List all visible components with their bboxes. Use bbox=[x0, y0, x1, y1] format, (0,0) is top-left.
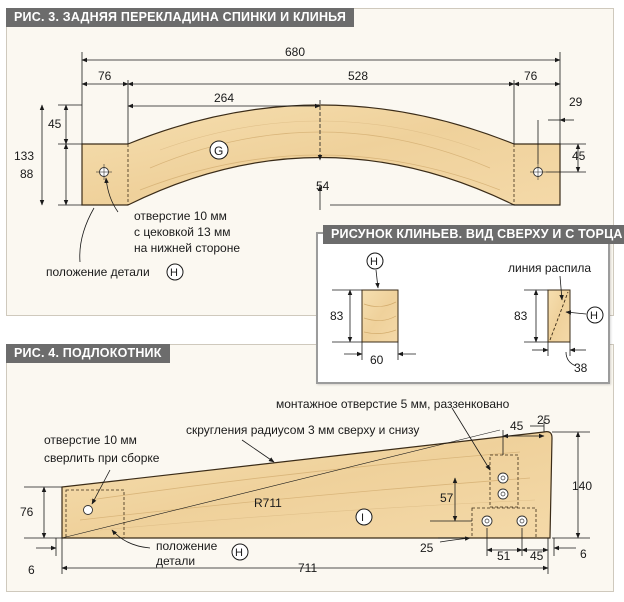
fig3-position-note: положение детали bbox=[46, 265, 150, 279]
wedge-top-view bbox=[361, 289, 399, 343]
fig3-h-marker bbox=[166, 263, 184, 281]
fig4-dim-25-top: 25 bbox=[537, 413, 551, 427]
fig4-hole-note-1: отверстие 10 мм bbox=[44, 433, 137, 447]
fig3-hole-note-2: с цековкой 13 мм bbox=[134, 225, 230, 239]
dim-29: 29 bbox=[569, 95, 583, 109]
dim-76-right: 76 bbox=[524, 69, 538, 83]
fig4-dim-45-top: 45 bbox=[510, 419, 524, 433]
fig4-dim-45-bottom: 45 bbox=[530, 549, 544, 563]
fig4-round-note: скругления радиусом 3 мм сверху и снизу bbox=[186, 423, 419, 437]
fig4-title: РИС. 4. ПОДЛОКОТНИК bbox=[6, 344, 170, 363]
part-g-marker bbox=[209, 140, 229, 160]
wedge-h-marker bbox=[366, 252, 384, 270]
wedge-end-h-label: H bbox=[590, 310, 598, 322]
fig4-hole-note-2: сверлить при сборке bbox=[44, 451, 160, 465]
fig3-hole-note-1: отверстие 10 мм bbox=[134, 209, 227, 223]
wedge-end-h-marker bbox=[586, 306, 604, 324]
dim-133: 133 bbox=[14, 149, 34, 163]
fig3-hole-note-3: на нижней стороне bbox=[134, 241, 240, 255]
armrest-part bbox=[61, 429, 553, 539]
wedge-dim-83-end: 83 bbox=[514, 309, 528, 323]
fig4-dim-25-bottom: 25 bbox=[420, 541, 434, 555]
wedge-dim-38: 38 bbox=[574, 361, 588, 375]
fig4-dim-57: 57 bbox=[440, 491, 454, 505]
wedge-h-label: H bbox=[370, 256, 378, 268]
dim-528: 528 bbox=[348, 69, 368, 83]
wedge-dim-60: 60 bbox=[370, 353, 384, 367]
fig4-dim-6-right: 6 bbox=[580, 547, 587, 561]
part-i-label: I bbox=[361, 512, 364, 524]
part-g-label: G bbox=[214, 144, 223, 158]
dim-45: 45 bbox=[48, 117, 62, 131]
fig4-dim-76: 76 bbox=[20, 505, 34, 519]
fig4-mount-note: монтажное отверстие 5 мм, раззенковано bbox=[276, 397, 510, 411]
fig4-dim-6-left: 6 bbox=[28, 563, 35, 577]
fig3-h-label: H bbox=[170, 267, 178, 279]
fig4-dim-711: 711 bbox=[298, 561, 317, 575]
fig4-h-marker bbox=[231, 543, 249, 561]
dim-76-left: 76 bbox=[98, 69, 112, 83]
fig4-dim-51: 51 bbox=[497, 549, 511, 563]
fig4-radius: R711 bbox=[254, 496, 282, 510]
wedge-title: РИСУНОК КЛИНЬЕВ. ВИД СВЕРХУ И С ТОРЦА bbox=[323, 225, 624, 244]
wedge-dim-83-top: 83 bbox=[330, 309, 344, 323]
dim-264: 264 bbox=[214, 91, 234, 105]
fig3-title: РИС. 3. ЗАДНЯЯ ПЕРЕКЛАДИНА СПИНКИ И КЛИН… bbox=[6, 8, 355, 27]
dim-680: 680 bbox=[285, 45, 305, 59]
dim-45-right: 45 bbox=[572, 149, 586, 163]
wedge-cut-line: линия распила bbox=[508, 261, 591, 275]
fig4-h-label: H bbox=[235, 547, 243, 559]
fig4-position-note-1: положение bbox=[156, 539, 218, 553]
fig4-position-note-2: детали bbox=[156, 554, 195, 568]
part-i-marker bbox=[355, 508, 373, 526]
fig4-dim-140: 140 bbox=[572, 479, 592, 493]
wedge-end-view bbox=[547, 289, 571, 343]
dim-54: 54 bbox=[316, 179, 330, 193]
dim-88: 88 bbox=[20, 167, 34, 181]
